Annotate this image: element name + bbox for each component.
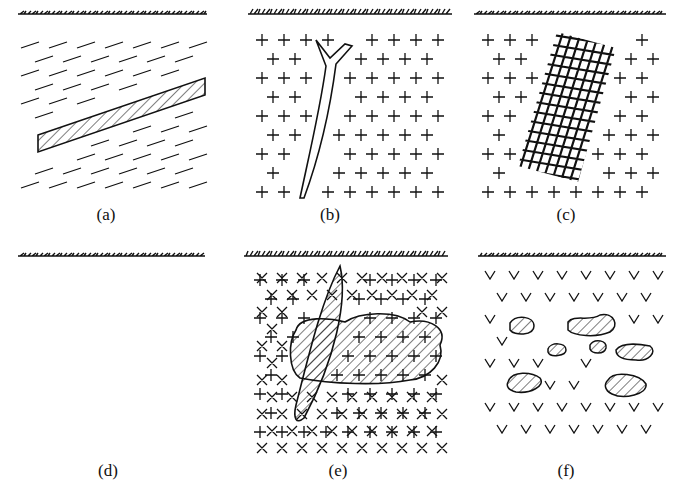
ground-surface-line xyxy=(244,251,448,256)
panel-label: (a) xyxy=(97,206,116,223)
panel-label: (d) xyxy=(98,462,118,479)
bedded-ore-body xyxy=(38,78,205,152)
ground-surface-line xyxy=(18,11,207,14)
panel-label: (b) xyxy=(320,206,340,223)
dash-rock-symbols xyxy=(21,42,207,188)
stockwork-extent xyxy=(518,32,616,182)
cross-rock-symbols xyxy=(257,273,447,453)
vein-ore-body xyxy=(300,40,352,198)
pod-ore-bodies xyxy=(507,315,653,397)
massive-ore-body xyxy=(290,314,442,384)
stockwork-ore-body xyxy=(465,0,669,221)
panel-label: (f) xyxy=(558,462,575,479)
panel-label: (e) xyxy=(329,462,348,479)
panel-label: (c) xyxy=(557,206,576,223)
ground-surface-line xyxy=(478,253,666,256)
ground-surface-line xyxy=(248,9,452,14)
ground-surface-line xyxy=(18,253,205,256)
ground-surface xyxy=(18,9,666,256)
ground-surface-line xyxy=(474,11,666,14)
vee-rock-symbols xyxy=(485,271,663,433)
stockwork-veinlets xyxy=(465,0,669,221)
plus-rock-symbols xyxy=(256,34,444,198)
